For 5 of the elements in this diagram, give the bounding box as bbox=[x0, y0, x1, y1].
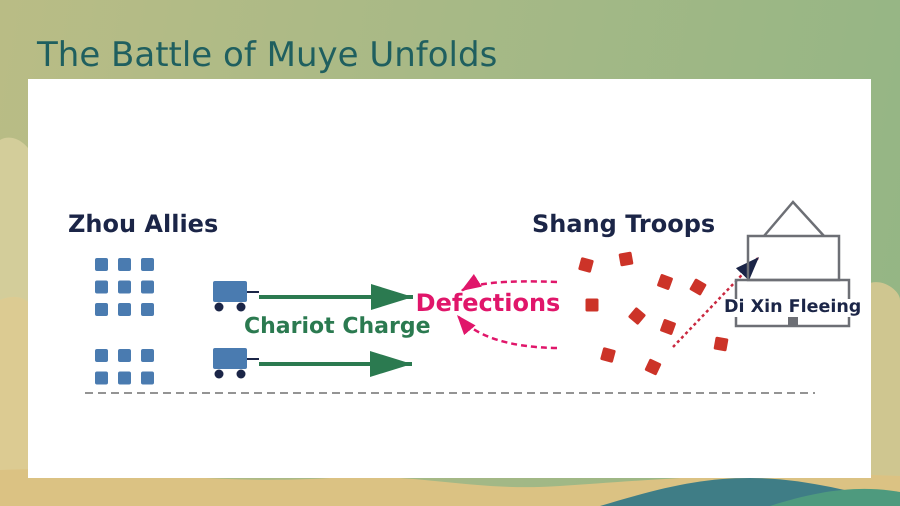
slide-title: The Battle of Muye Unfolds bbox=[37, 38, 498, 72]
caption-text: Di Xin Fleeing bbox=[724, 299, 862, 316]
arrow-caption: Chariot Charge bbox=[244, 316, 431, 338]
army-label: Shang Troops bbox=[532, 212, 716, 236]
army-label: Zhou Allies bbox=[68, 212, 218, 236]
